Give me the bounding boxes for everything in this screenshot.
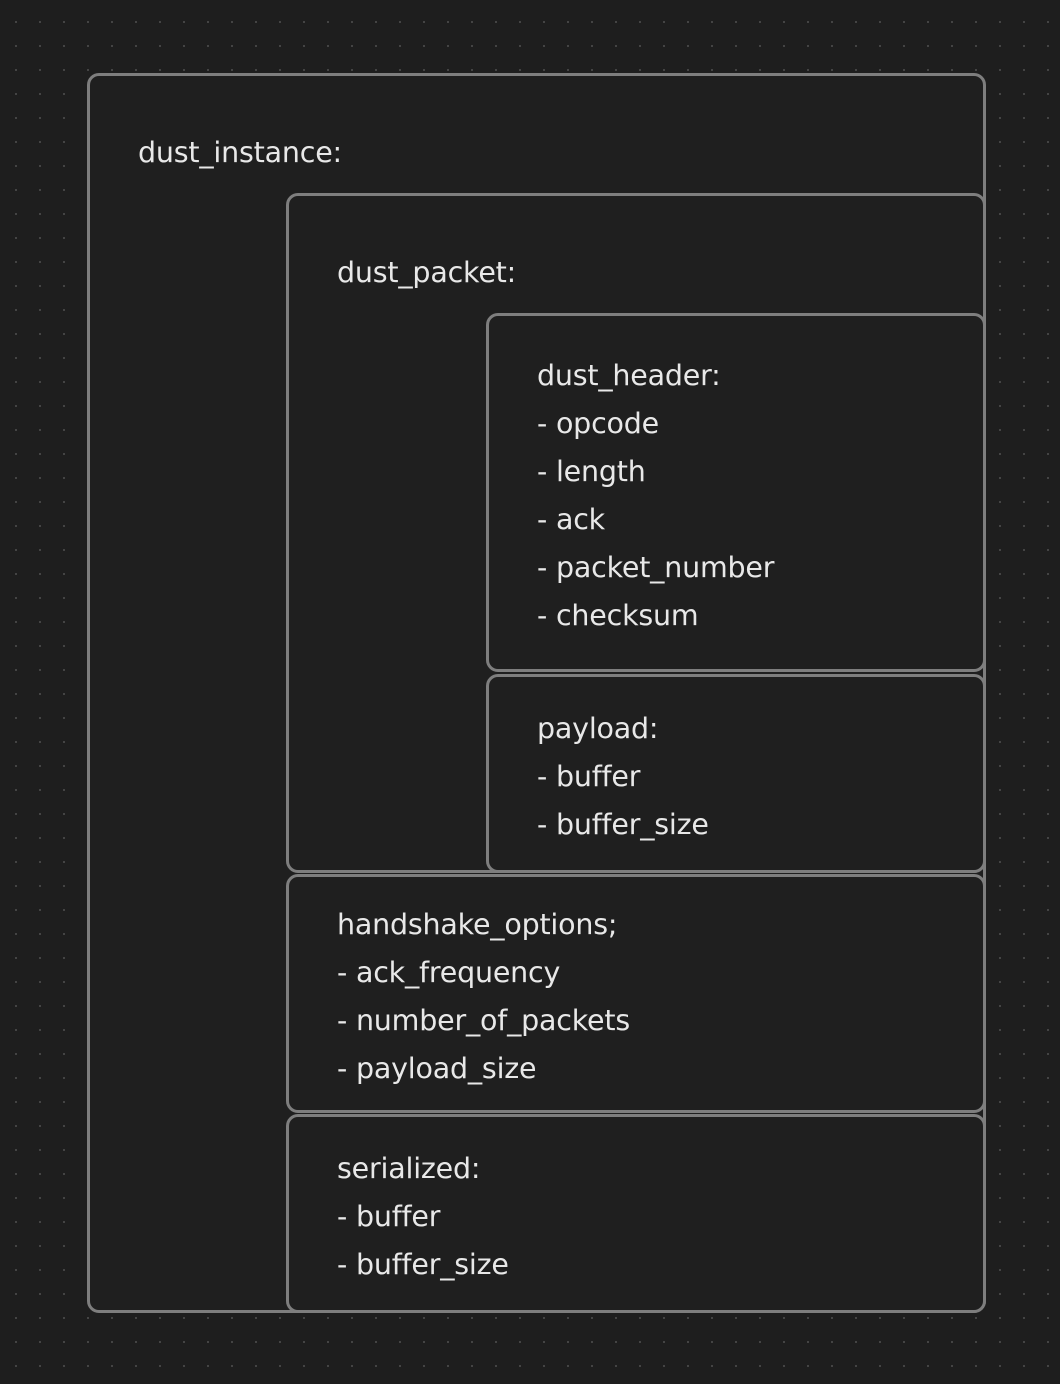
dust-header-field-ack: - ack: [537, 503, 605, 536]
payload-box[interactable]: payload: - buffer - buffer_size: [486, 674, 986, 873]
dust-packet-title: dust_packet:: [337, 256, 517, 289]
dust-header-title: dust_header:: [537, 359, 721, 392]
serialized-content: serialized: - buffer - buffer_size: [337, 1145, 509, 1289]
dust-header-field-packet-number: - packet_number: [537, 551, 775, 584]
dust-header-field-opcode: - opcode: [537, 407, 660, 440]
dust-packet-content: dust_packet:: [337, 249, 516, 297]
handshake-options-title: handshake_options;: [337, 908, 618, 941]
handshake-field-ack-frequency: - ack_frequency: [337, 956, 561, 989]
dust-header-content: dust_header: - opcode - length - ack - p…: [537, 352, 774, 640]
dust-header-field-checksum: - checksum: [537, 599, 699, 632]
serialized-field-buffer-size: - buffer_size: [337, 1248, 509, 1281]
dust-header-field-length: - length: [537, 455, 646, 488]
dust-instance-title: dust_instance:: [138, 136, 342, 169]
handshake-options-box[interactable]: handshake_options; - ack_frequency - num…: [286, 874, 986, 1113]
serialized-box[interactable]: serialized: - buffer - buffer_size: [286, 1114, 986, 1313]
handshake-options-content: handshake_options; - ack_frequency - num…: [337, 901, 630, 1093]
payload-field-buffer-size: - buffer_size: [537, 808, 709, 841]
dust-instance-content: dust_instance:: [138, 129, 342, 177]
handshake-field-payload-size: - payload_size: [337, 1052, 537, 1085]
handshake-field-number-of-packets: - number_of_packets: [337, 1004, 631, 1037]
serialized-field-buffer: - buffer: [337, 1200, 441, 1233]
payload-field-buffer: - buffer: [537, 760, 641, 793]
serialized-title: serialized:: [337, 1152, 481, 1185]
payload-content: payload: - buffer - buffer_size: [537, 705, 709, 849]
payload-title: payload:: [537, 712, 659, 745]
dust-header-box[interactable]: dust_header: - opcode - length - ack - p…: [486, 313, 986, 672]
